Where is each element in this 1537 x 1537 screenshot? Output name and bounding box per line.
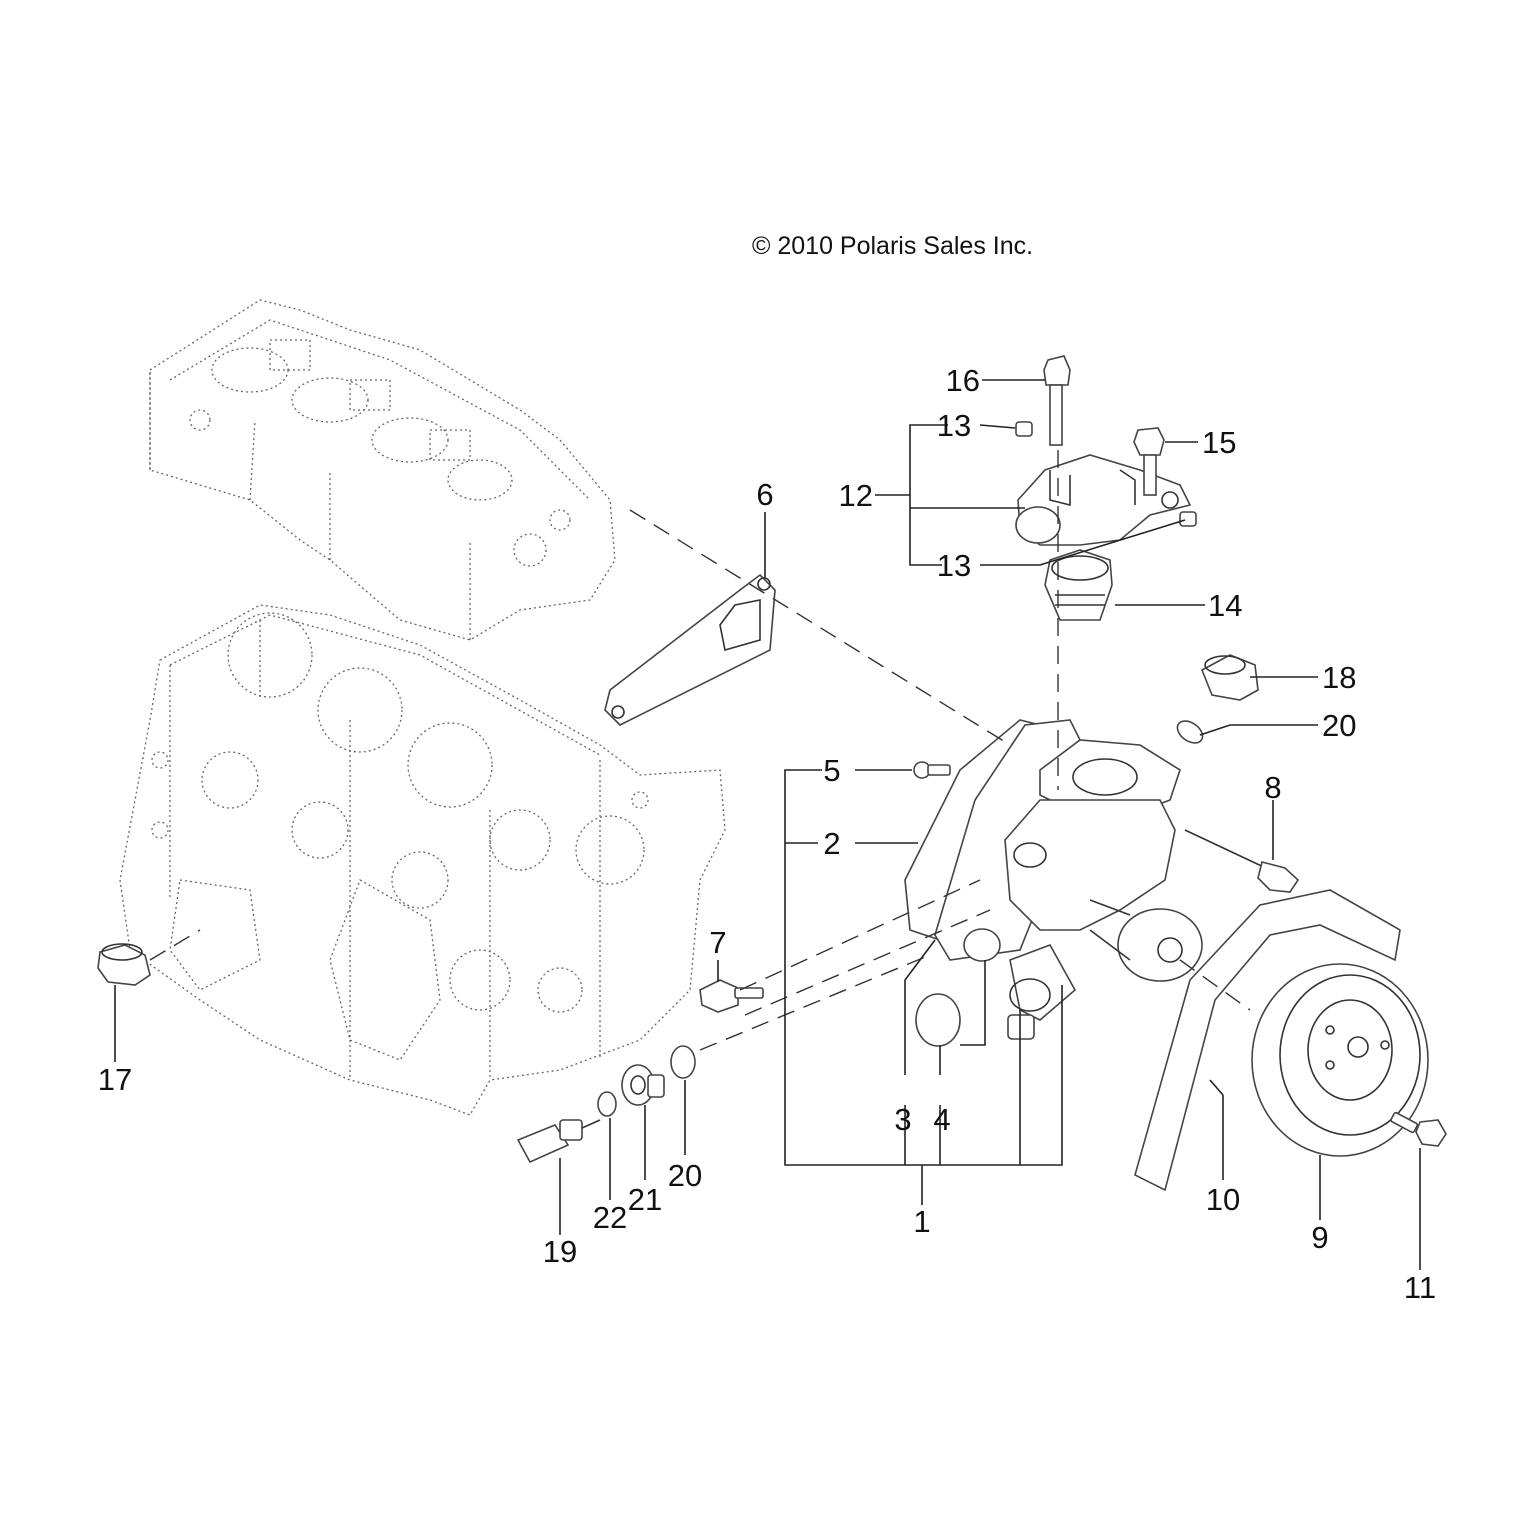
water-pump-assembly <box>904 719 1300 1047</box>
callout-10: 10 <box>1206 1182 1240 1217</box>
callout-2: 2 <box>823 826 840 861</box>
fan-belt-part-10 <box>1134 889 1401 1192</box>
callout-13-lower: 13 <box>937 548 971 583</box>
callout-21: 21 <box>628 1182 662 1217</box>
cylinder-head <box>149 299 616 641</box>
callout-8: 8 <box>1264 770 1281 805</box>
copyright-text: © 2010 Polaris Sales Inc. <box>752 232 1034 260</box>
plug-part-13-lower <box>1179 511 1197 527</box>
bolt-part-15 <box>1133 427 1165 496</box>
callout-11: 11 <box>1404 1270 1436 1305</box>
pulley-part-9 <box>1251 963 1429 1157</box>
callout-14: 14 <box>1208 588 1242 623</box>
engine-block <box>119 604 726 1116</box>
callout-20-lower: 20 <box>668 1158 702 1193</box>
thermostat-part-14 <box>1044 549 1113 621</box>
callout-13-upper: 13 <box>937 408 971 443</box>
washer-part-22 <box>597 1091 617 1117</box>
callout-22: 22 <box>593 1200 627 1235</box>
callout-3: 3 <box>894 1102 911 1137</box>
plug-part-17 <box>97 943 151 986</box>
washer-part-20-lower <box>670 1045 696 1079</box>
callout-18: 18 <box>1322 660 1356 695</box>
callout-19: 19 <box>543 1234 577 1269</box>
adapter-part-21 <box>621 1064 665 1106</box>
bolt-part-16 <box>1043 355 1071 446</box>
gasket-part-6 <box>604 573 776 726</box>
callout-9: 9 <box>1311 1220 1328 1255</box>
callout-1: 1 <box>913 1204 930 1239</box>
callout-17: 17 <box>98 1062 132 1097</box>
cap-part-18 <box>1200 654 1259 701</box>
callout-7: 7 <box>709 925 726 960</box>
callout-labels: 1 2 3 4 5 6 7 8 9 10 11 12 13 13 14 15 1… <box>98 363 1436 1305</box>
bolt-part-11 <box>1390 1111 1447 1147</box>
thermostat-housing-part-12 <box>1015 454 1192 546</box>
alignment-lines <box>149 450 1251 1051</box>
callout-4: 4 <box>933 1102 950 1137</box>
screw-part-5 <box>913 761 951 779</box>
washer-part-20-upper <box>1176 720 1204 744</box>
callout-20-upper: 20 <box>1322 708 1356 743</box>
callout-16: 16 <box>946 363 980 398</box>
leader-lines <box>114 379 1421 1270</box>
bolt-part-7 <box>699 979 764 1013</box>
callout-12: 12 <box>839 478 873 513</box>
plug-part-13-upper <box>1015 421 1033 437</box>
callout-6: 6 <box>756 477 773 512</box>
temperature-sensor-part-19 <box>516 1119 601 1164</box>
callout-5: 5 <box>823 753 840 788</box>
callout-15: 15 <box>1202 425 1236 460</box>
